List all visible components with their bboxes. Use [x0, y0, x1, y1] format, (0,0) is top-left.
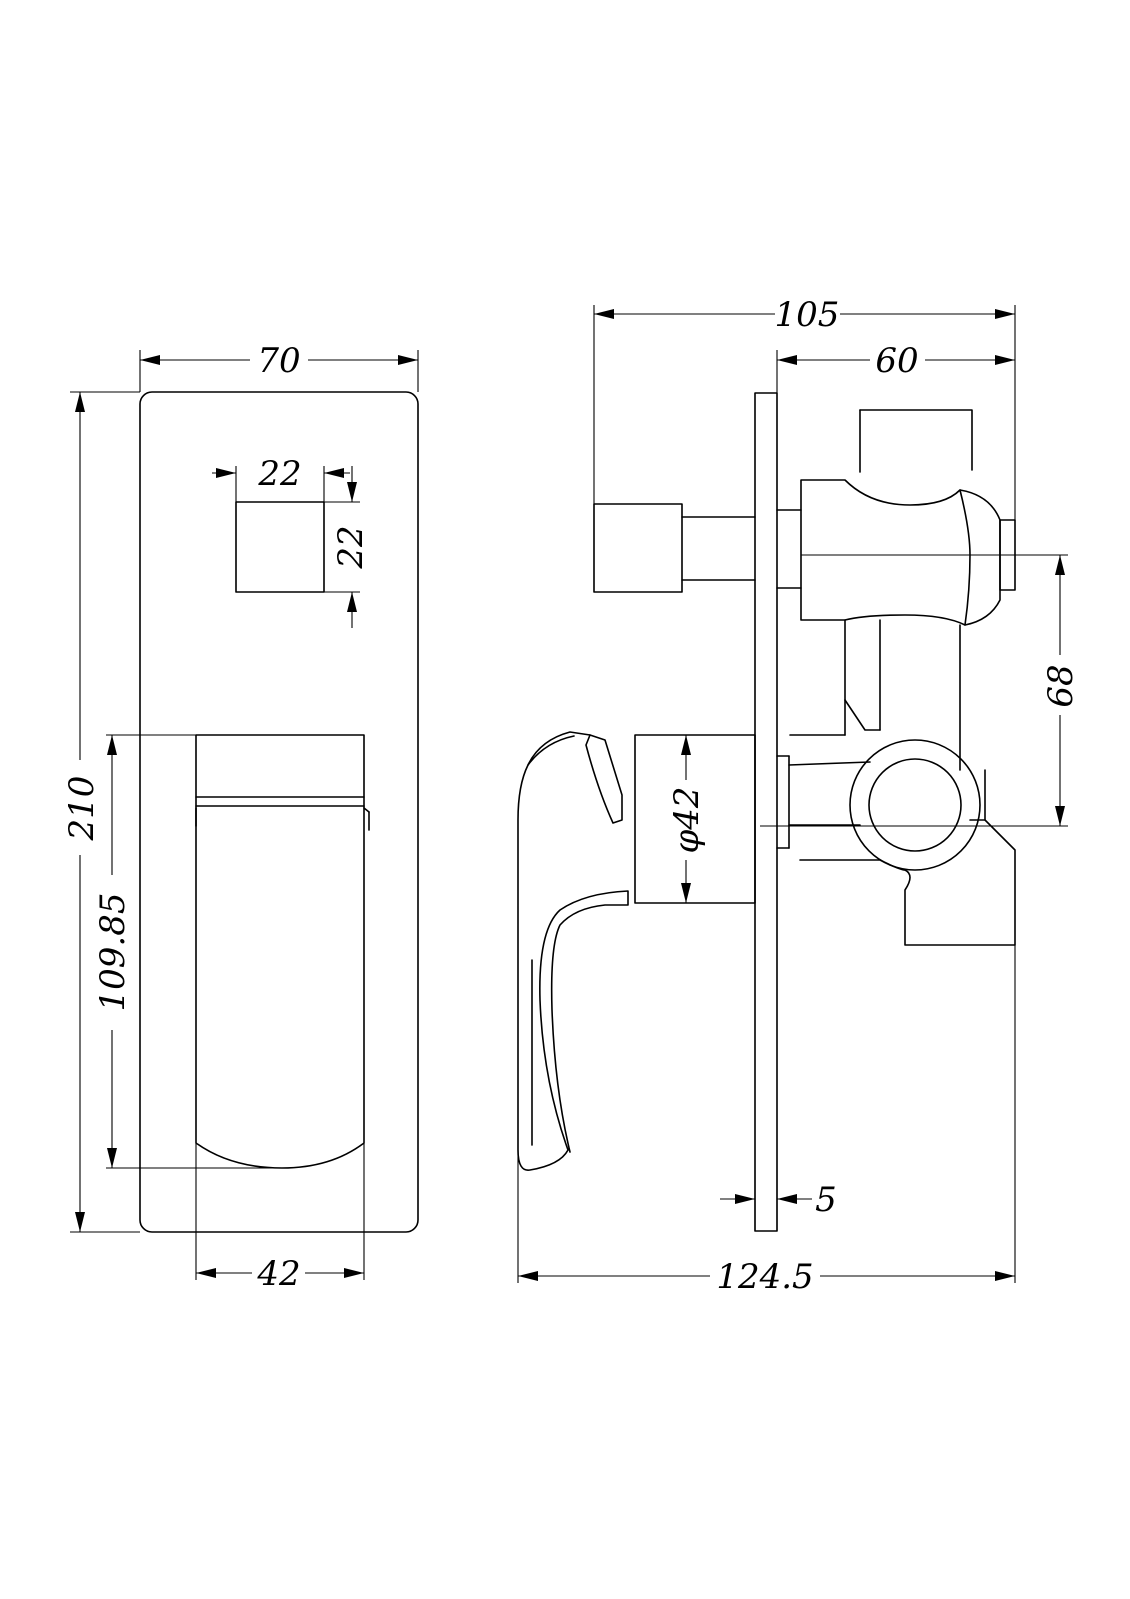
- dim-body-depth: 60: [776, 341, 1015, 393]
- dim-total-depth-label: 124.5: [716, 1257, 813, 1297]
- dim-square-width-label: 22: [257, 454, 301, 494]
- dim-boss-diameter: φ42: [667, 735, 707, 903]
- side-diverter-knob: [593, 503, 683, 593]
- lower-inlet-inner: [868, 758, 962, 852]
- dim-square-height: 22: [324, 466, 371, 628]
- side-wall-plate: [754, 392, 778, 1232]
- dim-handle-height: 109.85: [93, 734, 282, 1169]
- dim-front-height: 210: [62, 391, 140, 1233]
- front-handle: [195, 734, 370, 1169]
- side-lever-handle: [517, 731, 629, 1171]
- dim-square-height-label: 22: [331, 525, 371, 569]
- dim-front-width: 70: [139, 341, 419, 392]
- dim-plate-thickness-label: 5: [815, 1180, 837, 1220]
- dim-front-height-label: 210: [62, 776, 102, 842]
- dim-handle-width-label: 42: [256, 1254, 300, 1294]
- dim-total-depth: 124.5: [517, 945, 1016, 1297]
- dim-boss-diameter-label: φ42: [667, 786, 707, 853]
- side-valve-body: [788, 409, 1016, 946]
- front-cover-plate: [139, 391, 419, 1233]
- dim-outlet-spacing-label: 68: [1041, 664, 1081, 707]
- dim-overall-depth: 105: [593, 295, 1016, 520]
- dim-body-depth-label: 60: [875, 341, 918, 381]
- side-handle-boss: [634, 734, 756, 904]
- dim-overall-depth-label: 105: [775, 295, 840, 335]
- dim-handle-width: 42: [195, 1143, 365, 1294]
- dim-plate-thickness: 5: [720, 1170, 837, 1231]
- dim-front-width-label: 70: [257, 341, 300, 381]
- lower-inlet-outer: [849, 739, 981, 871]
- side-view: 105 60 68 φ42: [517, 295, 1081, 1297]
- front-view: 70 210 109.85: [62, 341, 419, 1294]
- diverter-square: [235, 501, 325, 593]
- dim-handle-height-label: 109.85: [93, 893, 133, 1012]
- dim-square-width: 22: [212, 454, 350, 502]
- dim-outlet-spacing: 68: [1041, 555, 1081, 826]
